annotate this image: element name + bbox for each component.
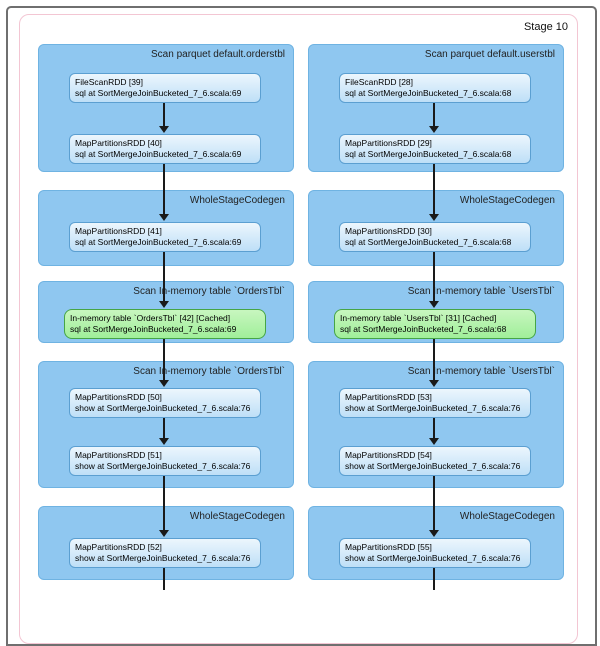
cluster-title: WholeStageCodegen (189, 195, 285, 206)
dag-edge-arrowhead-icon (429, 438, 439, 445)
cluster-scan-parquet-orderstbl: Scan parquet default.orderstbl FileScanR… (38, 44, 294, 172)
dag-edge (163, 338, 165, 380)
cluster-title: Scan In-memory table `UsersTbl` (407, 286, 555, 297)
rdd-node-callsite: show at SortMergeJoinBucketed_7_6.scala:… (345, 553, 521, 563)
dag-edge (163, 564, 165, 590)
cluster-title: WholeStageCodegen (189, 511, 285, 522)
rdd-node-name: MapPartitionsRDD [55] (345, 542, 432, 552)
rdd-node-callsite: show at SortMergeJoinBucketed_7_6.scala:… (345, 403, 521, 413)
rdd-node-name: FileScanRDD [28] (345, 77, 414, 87)
rdd-node-callsite: sql at SortMergeJoinBucketed_7_6.scala:6… (70, 324, 237, 334)
rdd-node-name: MapPartitionsRDD [40] (75, 138, 162, 148)
cluster-title: Scan In-memory table `UsersTbl` (407, 366, 555, 377)
dag-edge (433, 248, 435, 301)
cluster-scan-inmemory-orderstbl: Scan In-memory table `OrdersTbl` MapPart… (38, 361, 294, 488)
dag-edge (163, 472, 165, 530)
rdd-node-inmemory-userstbl-31-cached[interactable]: In-memory table `UsersTbl` [31] [Cached]… (334, 309, 536, 339)
cluster-title: Scan In-memory table `OrdersTbl` (133, 286, 285, 297)
rdd-node-mappartitionsrdd-51[interactable]: MapPartitionsRDD [51] show at SortMergeJ… (69, 446, 261, 476)
cluster-title: Scan parquet default.userstbl (424, 49, 555, 60)
rdd-node-mappartitionsrdd-30[interactable]: MapPartitionsRDD [30] sql at SortMergeJo… (339, 222, 531, 252)
rdd-node-name: MapPartitionsRDD [53] (345, 392, 432, 402)
cluster-title: WholeStageCodegen (459, 195, 555, 206)
dag-edge (163, 415, 165, 438)
rdd-node-mappartitionsrdd-29[interactable]: MapPartitionsRDD [29] sql at SortMergeJo… (339, 134, 531, 164)
rdd-node-mappartitionsrdd-41[interactable]: MapPartitionsRDD [41] sql at SortMergeJo… (69, 222, 261, 252)
rdd-node-name: MapPartitionsRDD [50] (75, 392, 162, 402)
rdd-node-mappartitionsrdd-40[interactable]: MapPartitionsRDD [40] sql at SortMergeJo… (69, 134, 261, 164)
dag-edge-arrowhead-icon (159, 380, 169, 387)
dag-edge-arrowhead-icon (429, 380, 439, 387)
rdd-node-filescanrdd-28[interactable]: FileScanRDD [28] sql at SortMergeJoinBuc… (339, 73, 531, 103)
rdd-node-name: FileScanRDD [39] (75, 77, 144, 87)
cluster-wholestagecodegen-1: WholeStageCodegen MapPartitionsRDD [30] … (308, 190, 564, 266)
rdd-node-callsite: sql at SortMergeJoinBucketed_7_6.scala:6… (75, 149, 242, 159)
rdd-node-callsite: sql at SortMergeJoinBucketed_7_6.scala:6… (345, 149, 512, 159)
rdd-node-callsite: sql at SortMergeJoinBucketed_7_6.scala:6… (340, 324, 507, 334)
rdd-node-name: MapPartitionsRDD [41] (75, 226, 162, 236)
dag-edge-arrowhead-icon (429, 530, 439, 537)
stage-label: Stage 10 (523, 21, 568, 33)
rdd-node-filescanrdd-39[interactable]: FileScanRDD [39] sql at SortMergeJoinBuc… (69, 73, 261, 103)
cluster-wholestagecodegen-2: WholeStageCodegen MapPartitionsRDD [52] … (38, 506, 294, 580)
rdd-node-name: MapPartitionsRDD [54] (345, 450, 432, 460)
rdd-node-callsite: show at SortMergeJoinBucketed_7_6.scala:… (345, 461, 521, 471)
dag-edge-arrowhead-icon (159, 126, 169, 133)
rdd-node-mappartitionsrdd-54[interactable]: MapPartitionsRDD [54] show at SortMergeJ… (339, 446, 531, 476)
dag-edge (163, 101, 165, 126)
dag-column-orders: Scan parquet default.orderstbl FileScanR… (38, 0, 294, 590)
rdd-node-mappartitionsrdd-50[interactable]: MapPartitionsRDD [50] show at SortMergeJ… (69, 388, 261, 418)
rdd-node-name: In-memory table `UsersTbl` [31] [Cached] (340, 313, 497, 323)
rdd-node-mappartitionsrdd-52[interactable]: MapPartitionsRDD [52] show at SortMergeJ… (69, 538, 261, 568)
dag-edge (433, 472, 435, 530)
dag-edge (163, 248, 165, 301)
cluster-wholestagecodegen-1: WholeStageCodegen MapPartitionsRDD [41] … (38, 190, 294, 266)
dag-edge-arrowhead-icon (159, 438, 169, 445)
dag-edge (433, 338, 435, 380)
rdd-node-name: MapPartitionsRDD [52] (75, 542, 162, 552)
dag-edge-arrowhead-icon (159, 301, 169, 308)
dag-edge (433, 415, 435, 438)
dag-column-users: Scan parquet default.userstbl FileScanRD… (308, 0, 564, 590)
dag-edge-arrowhead-icon (159, 530, 169, 537)
dag-edge (433, 101, 435, 126)
dag-edge-arrowhead-icon (429, 301, 439, 308)
cluster-scan-inmemory-userstbl-cached: Scan In-memory table `UsersTbl` In-memor… (308, 281, 564, 343)
rdd-node-callsite: sql at SortMergeJoinBucketed_7_6.scala:6… (345, 88, 512, 98)
cluster-title: Scan In-memory table `OrdersTbl` (133, 366, 285, 377)
cluster-scan-inmemory-orderstbl-cached: Scan In-memory table `OrdersTbl` In-memo… (38, 281, 294, 343)
rdd-node-callsite: sql at SortMergeJoinBucketed_7_6.scala:6… (75, 88, 242, 98)
rdd-node-callsite: sql at SortMergeJoinBucketed_7_6.scala:6… (75, 237, 242, 247)
rdd-node-mappartitionsrdd-53[interactable]: MapPartitionsRDD [53] show at SortMergeJ… (339, 388, 531, 418)
cluster-title: WholeStageCodegen (459, 511, 555, 522)
rdd-node-name: In-memory table `OrdersTbl` [42] [Cached… (70, 313, 231, 323)
rdd-node-mappartitionsrdd-55[interactable]: MapPartitionsRDD [55] show at SortMergeJ… (339, 538, 531, 568)
dag-edge-arrowhead-icon (159, 214, 169, 221)
dag-edge (163, 160, 165, 214)
rdd-node-callsite: show at SortMergeJoinBucketed_7_6.scala:… (75, 461, 251, 471)
rdd-node-callsite: sql at SortMergeJoinBucketed_7_6.scala:6… (345, 237, 512, 247)
rdd-node-callsite: show at SortMergeJoinBucketed_7_6.scala:… (75, 403, 251, 413)
cluster-wholestagecodegen-2: WholeStageCodegen MapPartitionsRDD [55] … (308, 506, 564, 580)
dag-edge-arrowhead-icon (429, 214, 439, 221)
dag-edge (433, 160, 435, 214)
cluster-title: Scan parquet default.orderstbl (151, 49, 285, 60)
cluster-scan-parquet-userstbl: Scan parquet default.userstbl FileScanRD… (308, 44, 564, 172)
rdd-node-name: MapPartitionsRDD [51] (75, 450, 162, 460)
rdd-node-name: MapPartitionsRDD [30] (345, 226, 432, 236)
dag-edge (433, 564, 435, 590)
rdd-node-inmemory-orderstbl-42-cached[interactable]: In-memory table `OrdersTbl` [42] [Cached… (64, 309, 266, 339)
dag-edge-arrowhead-icon (429, 126, 439, 133)
rdd-node-callsite: show at SortMergeJoinBucketed_7_6.scala:… (75, 553, 251, 563)
rdd-node-name: MapPartitionsRDD [29] (345, 138, 432, 148)
